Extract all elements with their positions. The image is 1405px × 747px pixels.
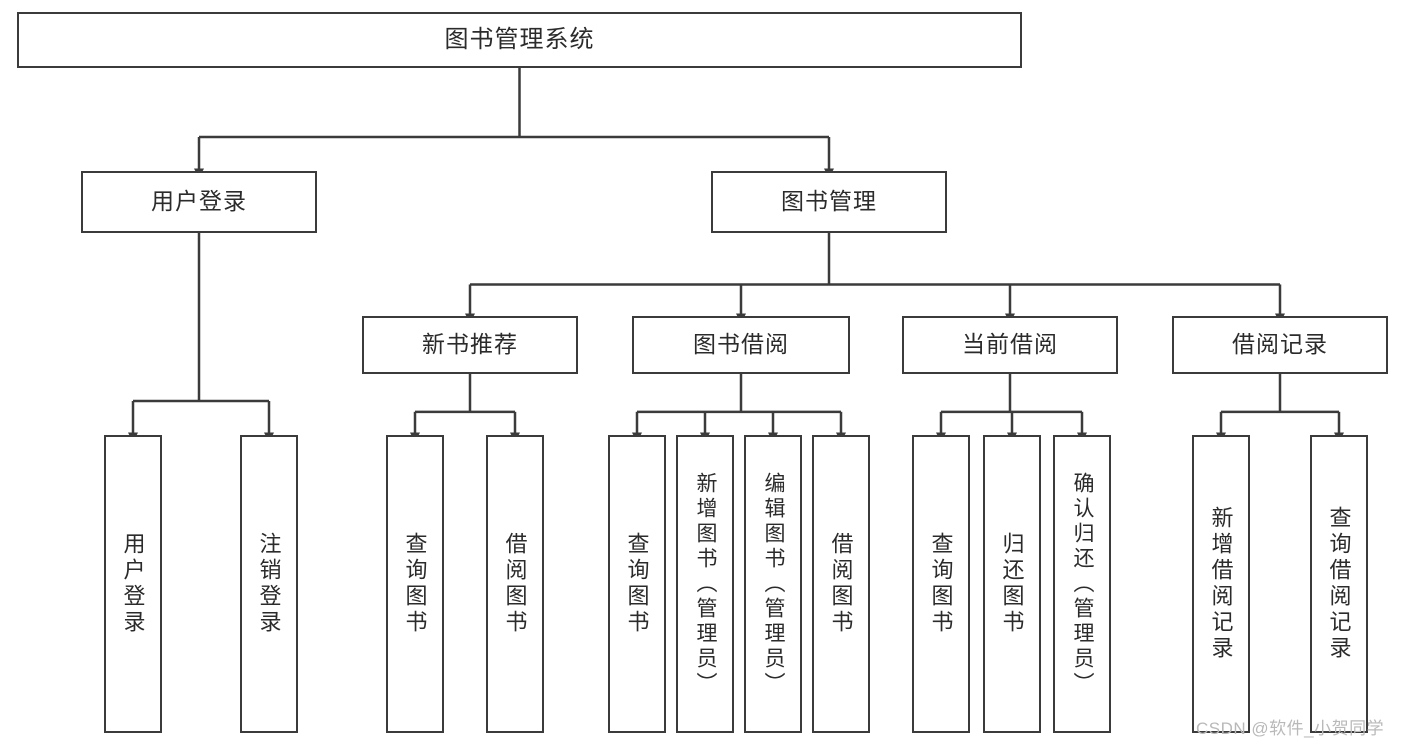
node-leaf-edit-book: 编辑图书（管理员） — [744, 435, 802, 733]
node-leaf-borrow-book-bor: 借阅图书 — [812, 435, 870, 733]
node-book-borrow: 图书借阅 — [632, 316, 850, 374]
node-leaf-return-book: 归还图书 — [983, 435, 1041, 733]
node-label: 查询图书 — [928, 532, 954, 636]
node-leaf-confirm-return: 确认归还（管理员） — [1053, 435, 1111, 733]
node-leaf-borrow-book-rec: 借阅图书 — [486, 435, 544, 733]
node-label: 用户登录 — [151, 188, 247, 215]
node-label: 新增借阅记录 — [1208, 506, 1234, 662]
node-label: 新书推荐 — [422, 331, 518, 358]
node-label: 编辑图书（管理员） — [762, 471, 786, 697]
node-new-book-rec: 新书推荐 — [362, 316, 578, 374]
node-user-login: 用户登录 — [81, 171, 317, 233]
node-leaf-logout: 注销登录 — [240, 435, 298, 733]
node-leaf-query-book-rec: 查询图书 — [386, 435, 444, 733]
csdn-watermark: CSDN @软件_小贺同学 — [1196, 719, 1385, 738]
node-label: 图书管理系统 — [444, 25, 595, 53]
node-label: 查询图书 — [624, 532, 650, 636]
node-root: 图书管理系统 — [17, 12, 1022, 68]
node-leaf-query-book-bor: 查询图书 — [608, 435, 666, 733]
node-label: 确认归还（管理员） — [1071, 471, 1095, 697]
node-leaf-query-book-cur: 查询图书 — [912, 435, 970, 733]
node-label: 查询借阅记录 — [1326, 506, 1352, 662]
node-leaf-user-login: 用户登录 — [104, 435, 162, 733]
node-label: 借阅记录 — [1232, 331, 1328, 358]
node-label: 图书管理 — [781, 188, 877, 215]
node-leaf-query-record: 查询借阅记录 — [1310, 435, 1368, 733]
node-label: 注销登录 — [256, 532, 282, 636]
node-label: 用户登录 — [120, 532, 146, 636]
node-label: 查询图书 — [402, 532, 428, 636]
node-label: 图书借阅 — [693, 331, 789, 358]
node-borrow-record: 借阅记录 — [1172, 316, 1388, 374]
node-label: 借阅图书 — [502, 532, 528, 636]
node-label: 新增图书（管理员） — [694, 471, 718, 697]
node-book-manage: 图书管理 — [711, 171, 947, 233]
node-label: 归还图书 — [999, 532, 1025, 636]
node-leaf-add-record: 新增借阅记录 — [1192, 435, 1250, 733]
node-label: 借阅图书 — [828, 532, 854, 636]
node-leaf-add-book: 新增图书（管理员） — [676, 435, 734, 733]
node-current-borrow: 当前借阅 — [902, 316, 1118, 374]
node-label: 当前借阅 — [962, 331, 1058, 358]
